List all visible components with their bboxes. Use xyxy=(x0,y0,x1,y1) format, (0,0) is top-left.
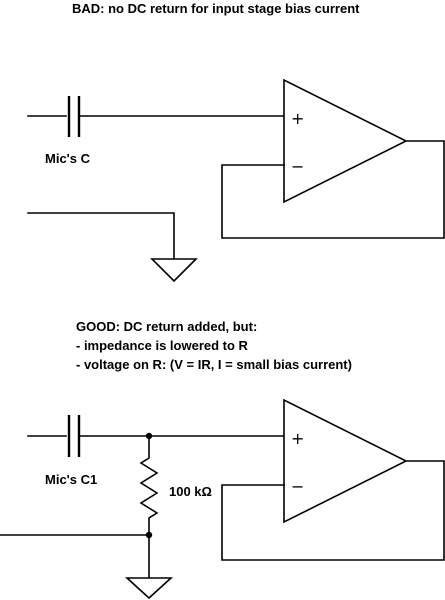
good-caption-line-3: - voltage on R: (V = IR, I = small bias … xyxy=(76,357,352,372)
good-circuit: GOOD: DC return added, but: - impedance … xyxy=(0,319,445,600)
bad-feedback-loop xyxy=(221,140,445,239)
good-opamp xyxy=(283,398,408,524)
bad-opamp-plus-sign: + xyxy=(291,109,304,128)
bad-ground-icon xyxy=(150,258,198,283)
good-resistor-label: 100 kΩ xyxy=(169,484,212,499)
good-ground-icon xyxy=(124,577,174,600)
bad-opamp-minus-sign: − xyxy=(291,157,304,176)
good-caption-line-2: - impedance is lowered to R xyxy=(76,338,249,353)
bad-opamp xyxy=(283,78,408,204)
bad-cap-label: Mic's C xyxy=(45,151,91,166)
bad-ground-wire xyxy=(27,212,175,260)
good-opamp-minus-sign: − xyxy=(291,477,304,496)
good-resistor xyxy=(139,435,159,536)
good-opamp-plus-sign: + xyxy=(291,429,304,448)
good-feedback-loop xyxy=(221,460,445,561)
bad-circuit: BAD: no DC return for input stage bias c… xyxy=(27,1,445,283)
good-cap-label: Mic's C1 xyxy=(45,472,97,487)
bad-caption: BAD: no DC return for input stage bias c… xyxy=(72,1,360,16)
good-caption-line-1: GOOD: DC return added, but: xyxy=(76,319,257,334)
